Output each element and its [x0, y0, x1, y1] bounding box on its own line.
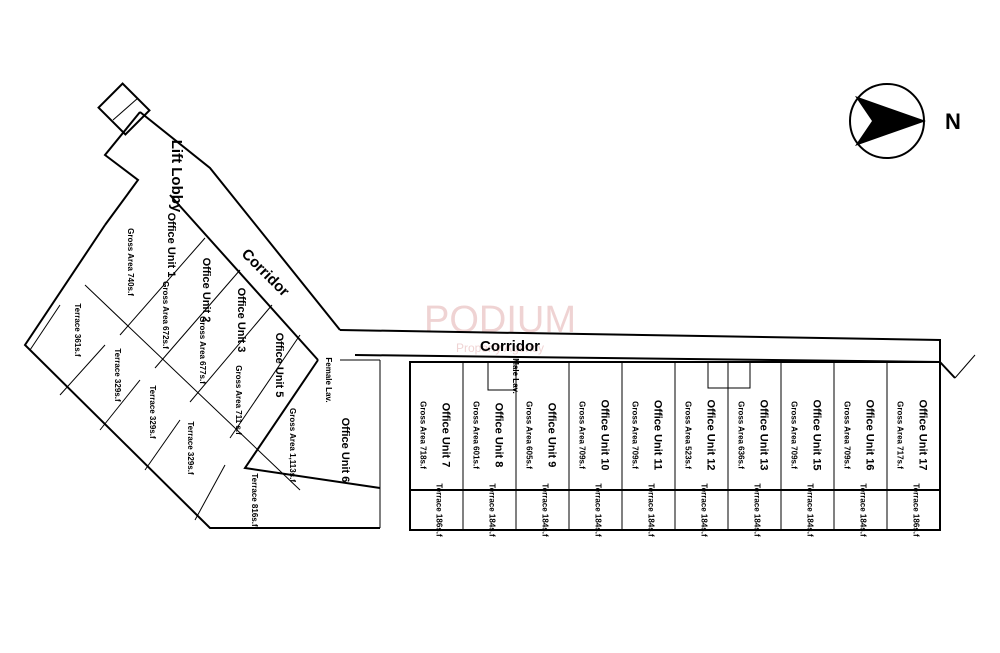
unit-label: Office Unit 11 [652, 400, 664, 470]
wing-terrace-5: Terrace 816s.f [250, 473, 259, 527]
gross-area-label: Gross Area 717s.f [896, 401, 905, 469]
gross-area-label: Gross Area 636s.f [737, 401, 746, 469]
unit-label: Office Unit 5 [273, 333, 285, 398]
gross-area-label: Gross Area 709s.f [790, 401, 799, 469]
unit-label: Office Unit 13 [758, 400, 770, 471]
terrace-label: Terrace 184s.f [753, 483, 762, 537]
unit-label: Office Unit 10 [599, 400, 611, 471]
gross-area-label: Gross Area 672s.f [161, 281, 170, 349]
unit-label: Office Unit 17 [917, 400, 929, 471]
wing-unit-6: Office Unit 6 Gross Area 1,113s.f [288, 408, 351, 482]
gross-area-label: Gross Area 709s.f [843, 401, 852, 469]
terrace-label: Terrace 184s.f [806, 483, 815, 537]
gross-area-label: Gross Area 523s.f [684, 401, 693, 469]
male-lav-label: Male Lav. [511, 358, 520, 393]
north-label: N [945, 109, 961, 134]
terrace-label: Terrace 186s.f [435, 483, 444, 537]
unit-label: Office Unit 3 [235, 288, 247, 353]
wing-unit-5: Office Unit 5 Gross Area 711 s.f [234, 333, 285, 435]
unit-label: Office Unit 8 [493, 403, 505, 468]
wing-terrace-1: Terrace 361s.f [73, 303, 82, 357]
unit-label: Office Unit 12 [705, 400, 717, 471]
terrace-label: Terrace 184s.f [541, 483, 550, 537]
unit-label: Office Unit 1 [165, 213, 177, 278]
unit-label: Office Unit 6 [339, 418, 351, 483]
gross-area-label: Gross Area 711 s.f [234, 365, 243, 435]
terrace-label: Terrace 184s.f [647, 483, 656, 537]
wing-terrace-2: Terrace 329s.f [113, 348, 122, 402]
wing-unit-2: Office Unit 2 Gross Area 672s.f [161, 258, 212, 350]
lift-shaft [97, 82, 151, 136]
diagonal-wing-outline [23, 111, 381, 529]
female-lav-label: Female Lav. [324, 357, 333, 402]
wing-terrace-3: Terrace 329s.f [148, 385, 157, 439]
wing-terrace-4: Terrace 329s.f [186, 421, 195, 475]
terrace-label: Terrace 184s.f [700, 483, 709, 537]
watermark-brand: PODIUM [424, 299, 576, 341]
watermark-subtitle: Property Agency [456, 341, 544, 355]
gross-area-label: Gross Area 605s.f [525, 401, 534, 469]
gross-area-label: Gross Area 709s.f [631, 401, 640, 469]
wing-unit-1: Office Unit 1 Gross Area 740s.f [126, 213, 177, 297]
gross-area-label: Gross Area 709s.f [578, 401, 587, 469]
terrace-label: Terrace 184s.f [594, 483, 603, 537]
wing-unit-3: Office Unit 3 Gross Area 677s.f [198, 288, 247, 385]
gross-area-label: Gross Area 718s.f [419, 401, 428, 469]
terrace-label: Terrace 184s.f [488, 483, 497, 537]
unit-label: Office Unit 9 [546, 403, 558, 468]
unit-label: Office Unit 16 [864, 400, 876, 471]
terrace-label: Terrace 186s.f [912, 483, 921, 537]
north-arrow-icon: N [849, 83, 961, 159]
gross-area-label: Gross Area 677s.f [198, 316, 207, 384]
gross-area-label: Gross Area 1,113s.f [288, 408, 297, 482]
terrace-label: Terrace 184s.f [859, 483, 868, 537]
watermark: PODIUM Property Agency [424, 299, 576, 355]
gross-area-label: Gross Area 740s.f [126, 228, 135, 296]
lift-lobby-label: Lift Lobby [168, 140, 185, 213]
unit-label: Office Unit 7 [440, 403, 452, 468]
unit-label: Office Unit 15 [811, 400, 823, 471]
unit-label: Office Unit 2 [200, 258, 212, 323]
corridor-main-label: Corridor [480, 338, 540, 355]
gross-area-label: Gross Area 601s.f [472, 401, 481, 469]
office-row-outline [339, 329, 976, 531]
